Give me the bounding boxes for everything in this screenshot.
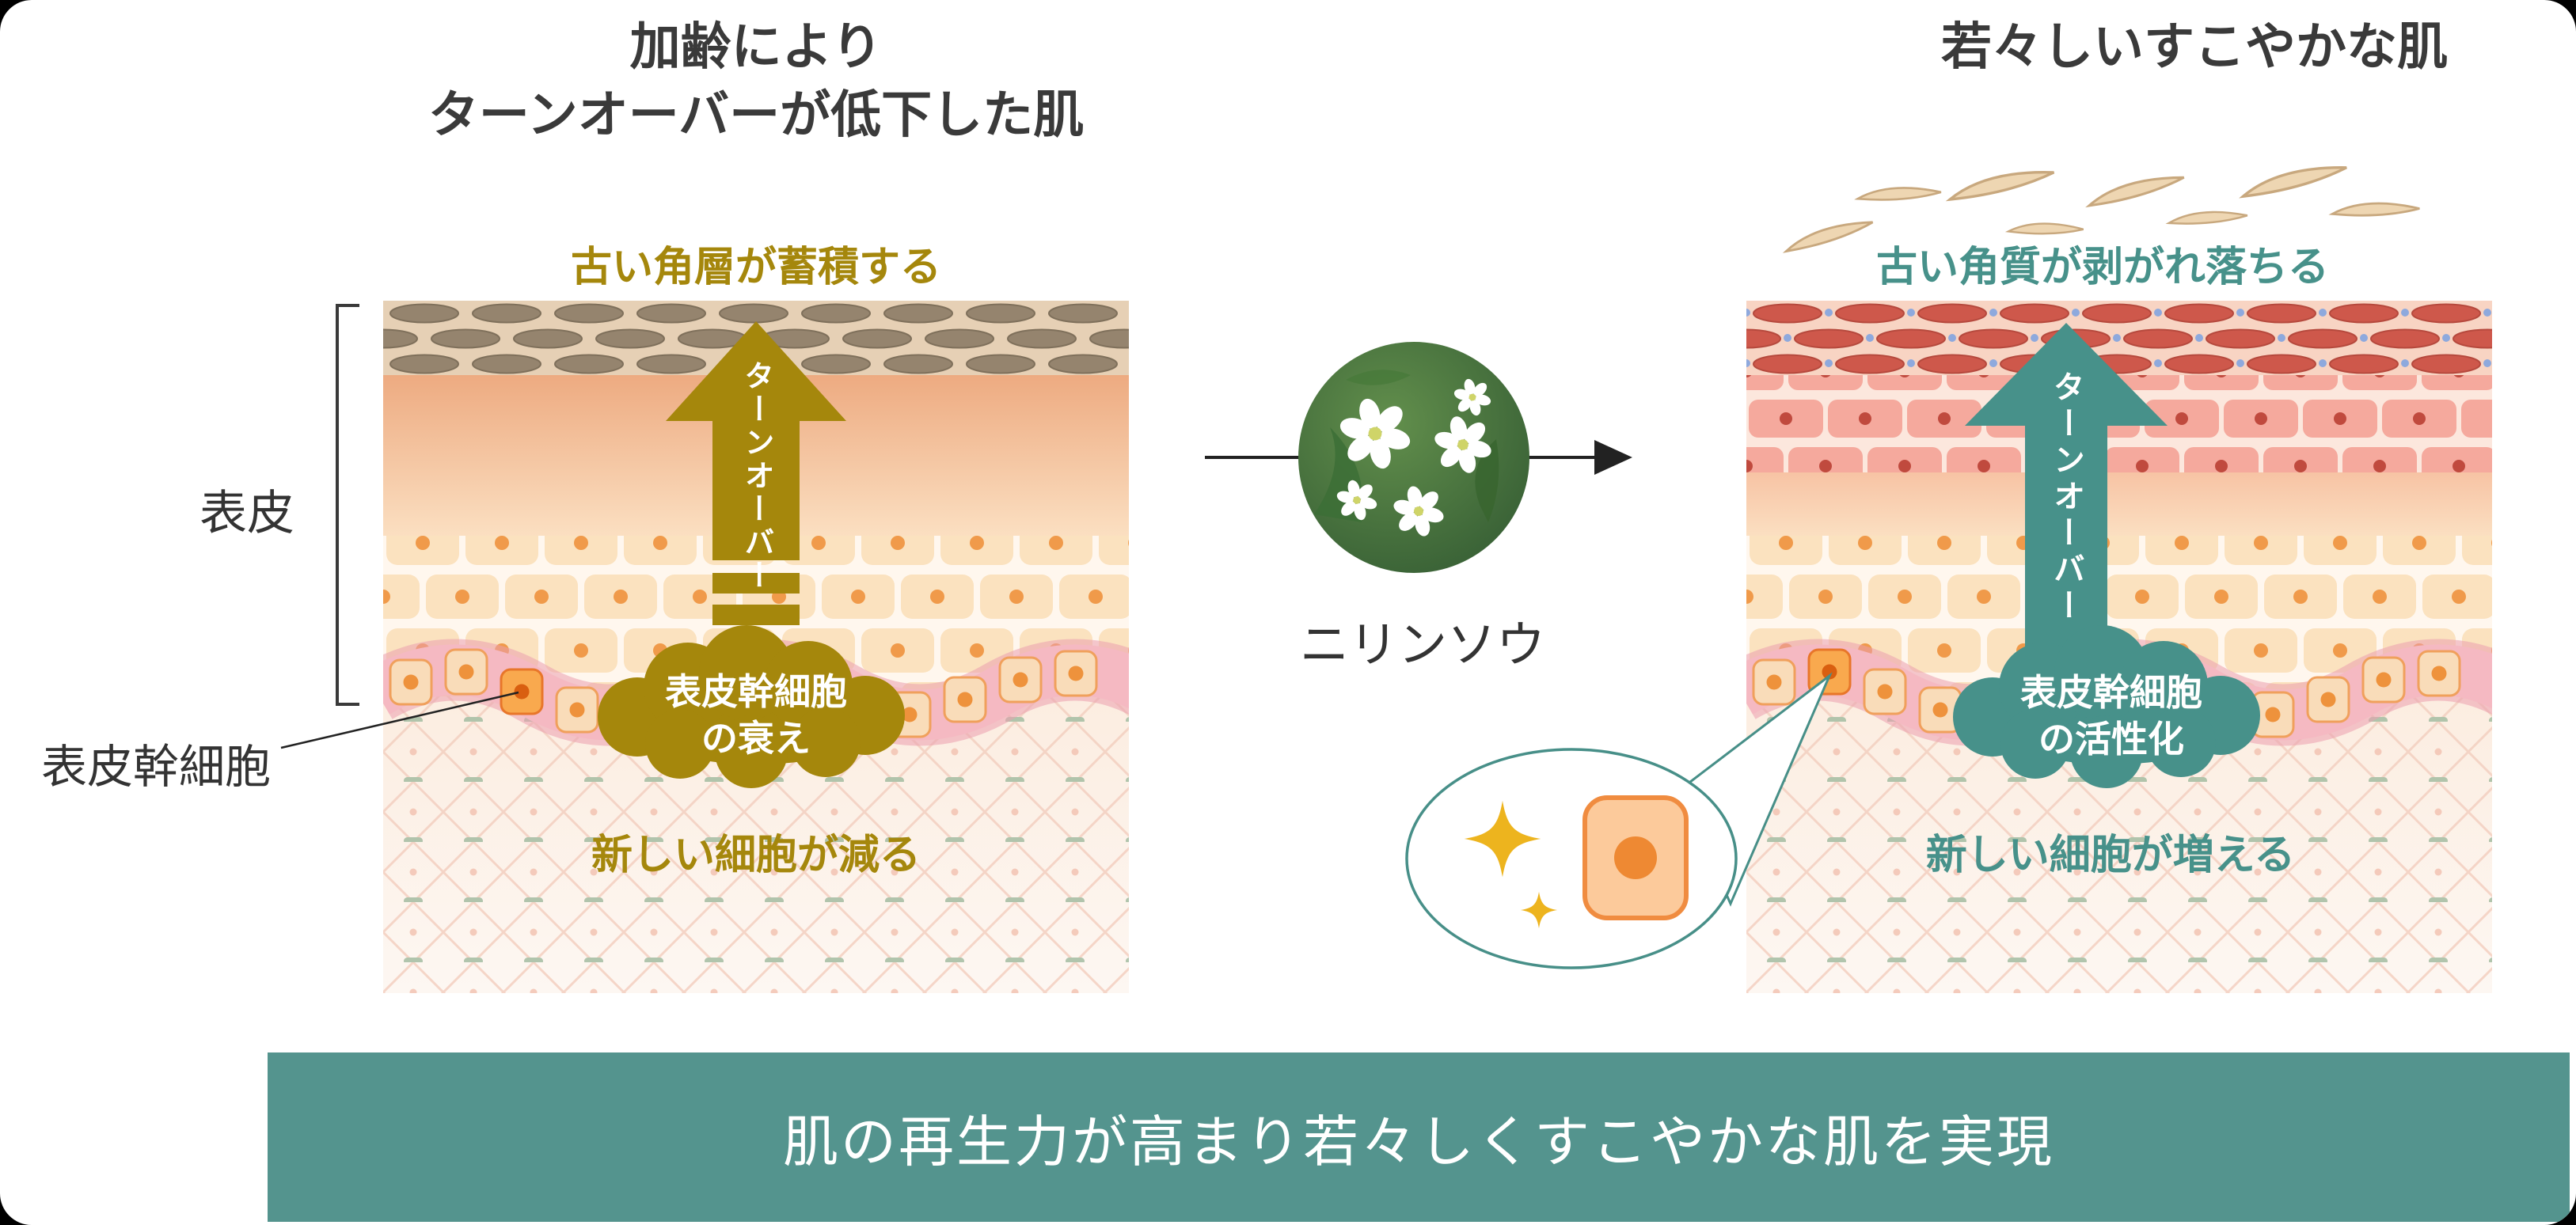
left-title-line1: 加齢により [629,18,883,75]
basal-cell [2417,650,2461,697]
nirinsou-flower-photo [1298,342,1529,573]
stem-cell-cloud [598,625,905,788]
basal-cell [444,648,488,696]
weak-turnover-arrow [666,321,846,625]
right-cloud-label: 表皮幹細胞 の活性化 [1929,669,2293,763]
right-bottom-caption: 新しい細胞が増える [1925,832,2296,878]
right-title: 若々しいすこやかな肌 [1941,18,2448,75]
left-cloud-label-line2: の衰え [701,717,811,759]
left-bottom-caption: 新しい細胞が減る [591,832,921,878]
healthy-skin-cross-section [1724,301,2532,993]
basal-cell [2306,676,2350,723]
transform-arrow [1205,440,1632,475]
healthy-skin-panel [1724,301,2532,993]
left-cloud-label-line1: 表皮幹細胞 [665,671,847,712]
basal-cell [998,656,1043,704]
skin-flake [2085,176,2185,208]
right-cloud-label-line1: 表皮幹細胞 [2020,672,2202,713]
basal-cell [2361,656,2406,704]
conclusion-banner-text: 肌の再生力が高まり若々しくすこやかな肌を実現 [783,1110,2054,1173]
skin-flake [2328,202,2420,217]
skin-flake [2165,210,2248,225]
epidermal-stem-cell [500,668,544,715]
left-top-caption: 古い角層が蓄積する [570,245,941,290]
right-turnover-arrow-label: ターンオーバー [2049,370,2084,625]
epidermis-bracket [336,304,359,706]
sparkle-icon [1464,800,1541,878]
basal-cell [555,686,599,734]
aged-skin-cross-section [361,301,1168,993]
epidermal-stem-cell [1807,648,1852,696]
basal-cell [1752,658,1796,706]
stem-cell-cloud [1953,625,2260,788]
left-turnover-arrow-label: ターンオーバー [739,360,773,593]
sparkle-icon [1520,891,1558,929]
stem-cell-label: 表皮幹細胞 [41,741,272,793]
basal-cell [943,676,987,723]
aged-skin-panel [361,301,1168,993]
left-title-line2: ターンオーバーが低下した肌 [427,86,1085,144]
left-cloud-label: 表皮幹細胞 の衰え [574,669,938,762]
skin-flake [1945,170,2055,202]
right-top-caption: 古い角質が剥がれ落ちる [1875,245,2329,290]
right-cloud-label-line2: の活性化 [2038,718,2184,760]
epidermis-label: 表皮 [199,487,294,540]
basal-cell [1863,668,1907,715]
skin-flake [2239,166,2347,199]
activated-cell [1582,795,1689,920]
basal-cell [1054,650,1098,697]
skin-flake [1854,187,1942,201]
basal-cell [389,658,433,706]
left-title: 加齢により ターンオーバーが低下した肌 [241,13,1271,150]
ingredient-label: ニリンソウ [1299,618,1545,673]
conclusion-banner: 肌の再生力が高まり若々しくすこやかな肌を実現 [268,1052,2570,1222]
